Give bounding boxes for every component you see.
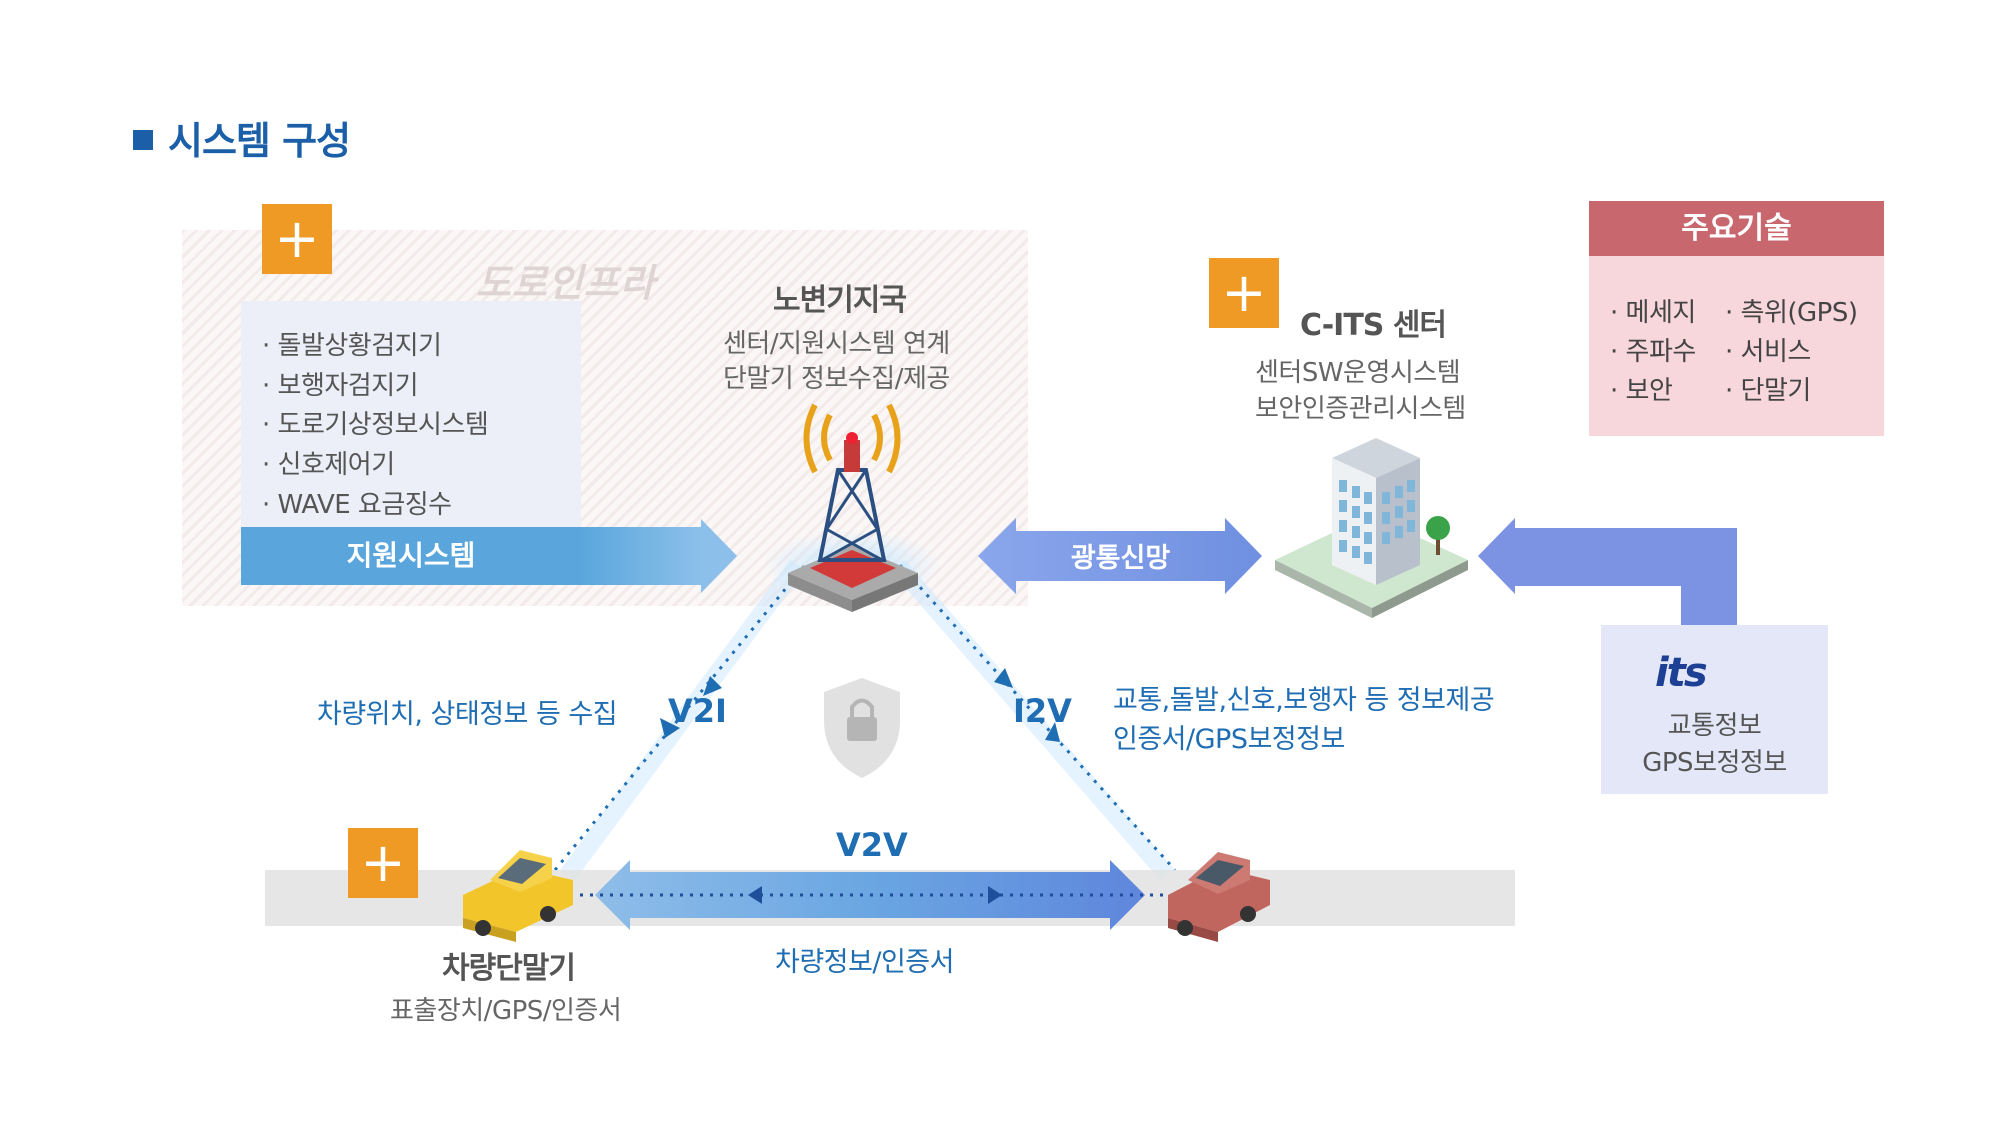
page-title: 시스템 구성	[168, 119, 351, 163]
support-system-bar	[241, 527, 581, 585]
terminal-title: 차량단말기	[442, 951, 576, 986]
its-feed-arrow	[1478, 518, 1737, 625]
building-icon	[1275, 438, 1468, 618]
road-infra-label: 도로인프라	[476, 261, 656, 305]
sensor-panel	[241, 301, 581, 527]
broadband-arrow	[978, 518, 1262, 594]
v2i-label: V2I	[668, 692, 727, 730]
its-desc-line: GPS보정정보	[1642, 748, 1787, 778]
sensor-item: · 신호제어기	[262, 450, 395, 480]
key-tech-item: · 주파수	[1610, 337, 1696, 367]
key-tech-item: · 측위(GPS)	[1725, 298, 1858, 328]
center-desc-line: 보안인증관리시스템	[1255, 394, 1466, 424]
sensor-item: · 보행자검지기	[262, 371, 419, 401]
yellow-car-icon	[463, 850, 573, 942]
v2v-description: 차량정보/인증서	[775, 947, 954, 978]
rsu-desc-line: 단말기 정보수집/제공	[723, 364, 950, 394]
road-infra-plus-button[interactable]: +	[262, 204, 332, 274]
sensor-item: · WAVE 요금징수	[262, 490, 452, 520]
i2v-label: I2V	[1013, 692, 1072, 730]
broadband-label: 광통신망	[1070, 543, 1171, 574]
terminal-subtitle: 표출장치/GPS/인증서	[390, 996, 622, 1026]
key-tech-item: · 메세지	[1610, 298, 1696, 328]
i2v-description-line: 인증서/GPS보정정보	[1113, 724, 1345, 755]
security-lock-icon	[824, 678, 900, 778]
support-system-label: 지원시스템	[346, 539, 476, 572]
v2v-arrow	[570, 860, 1170, 930]
title-square-icon	[133, 130, 153, 150]
key-tech-item: · 보안	[1610, 376, 1673, 406]
sensor-item: · 돌발상황검지기	[262, 331, 442, 361]
key-tech-item: · 서비스	[1725, 337, 1811, 367]
center-title: C-ITS 센터	[1300, 308, 1447, 343]
center-plus-button[interactable]: +	[1209, 258, 1279, 328]
red-car-icon	[1168, 852, 1270, 942]
key-tech-title: 주요기술	[1589, 201, 1884, 256]
terminal-plus-button[interactable]: +	[348, 828, 418, 898]
key-tech-item: · 단말기	[1725, 376, 1811, 406]
its-box	[1601, 625, 1828, 794]
sensor-item: · 도로기상정보시스템	[262, 410, 489, 440]
rsu-title: 노변기지국	[773, 283, 907, 318]
v2v-label: V2V	[836, 826, 908, 864]
rsu-desc-line: 센터/지원시스템 연계	[723, 329, 950, 359]
i2v-description-line: 교통,돌발,신호,보행자 등 정보제공	[1113, 685, 1495, 716]
communication-beams	[553, 560, 1177, 880]
tower-icon	[762, 403, 942, 612]
its-desc-line: 교통정보	[1667, 711, 1762, 741]
its-logo: its	[1655, 650, 1708, 696]
center-desc-line: 센터SW운영시스템	[1255, 358, 1461, 388]
support-arrow	[581, 519, 737, 593]
v2i-description: 차량위치, 상태정보 등 수집	[317, 699, 618, 730]
